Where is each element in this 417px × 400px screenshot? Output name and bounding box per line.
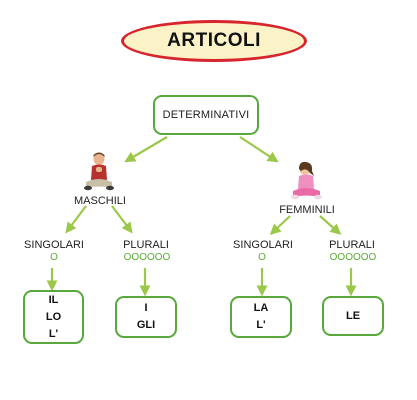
arrow-maschili-to-singolari bbox=[65, 205, 87, 234]
title: ARTICOLI bbox=[167, 30, 261, 51]
article-lo: LO bbox=[45, 310, 62, 323]
article-il: IL bbox=[48, 293, 59, 306]
articles-box-maschili-plurali: I GLI bbox=[115, 296, 177, 338]
arrow-det-to-femminili bbox=[239, 136, 279, 163]
girl-sitting-icon bbox=[291, 161, 322, 200]
femminili-plurali-marker: OOOOOO bbox=[329, 252, 377, 263]
article-i: I bbox=[144, 302, 148, 314]
title-ellipse: ARTICOLI bbox=[121, 20, 307, 62]
determinativi-label: DETERMINATIVI bbox=[162, 109, 250, 121]
articles-box-femminili-plurali: LE bbox=[322, 296, 384, 336]
maschili-plurali-label: PLURALI bbox=[123, 239, 169, 251]
arrow-det-to-maschili bbox=[124, 136, 168, 163]
maschili-label: MASCHILI bbox=[74, 195, 126, 207]
determinativi-box: DETERMINATIVI bbox=[153, 95, 259, 135]
article-gli: GLI bbox=[136, 319, 156, 331]
article-l-apostrophe: L' bbox=[256, 319, 266, 331]
arrow-femminili-to-singolari bbox=[269, 215, 291, 236]
femminili-label: FEMMINILI bbox=[279, 204, 335, 216]
articles-box-maschili-singolari: IL LO L' bbox=[23, 290, 84, 344]
femminili-plurali-label: PLURALI bbox=[329, 239, 375, 251]
arrow-femminili-to-plurali bbox=[319, 215, 342, 235]
article-le: LE bbox=[345, 309, 361, 322]
femminili-singolari-marker: O bbox=[258, 252, 266, 263]
femminili-singolari-label: SINGOLARI bbox=[233, 239, 293, 251]
maschili-singolari-label: SINGOLARI bbox=[24, 239, 84, 251]
maschili-plurali-marker: OOOOOO bbox=[123, 252, 171, 263]
arrow-maschili-to-plurali bbox=[111, 205, 133, 234]
article-l-apostrophe: L' bbox=[48, 327, 59, 340]
articles-box-femminili-singolari: LA L' bbox=[230, 296, 292, 338]
article-la: LA bbox=[253, 302, 269, 314]
maschili-singolari-marker: O bbox=[50, 252, 58, 263]
boy-sitting-icon bbox=[84, 152, 114, 191]
